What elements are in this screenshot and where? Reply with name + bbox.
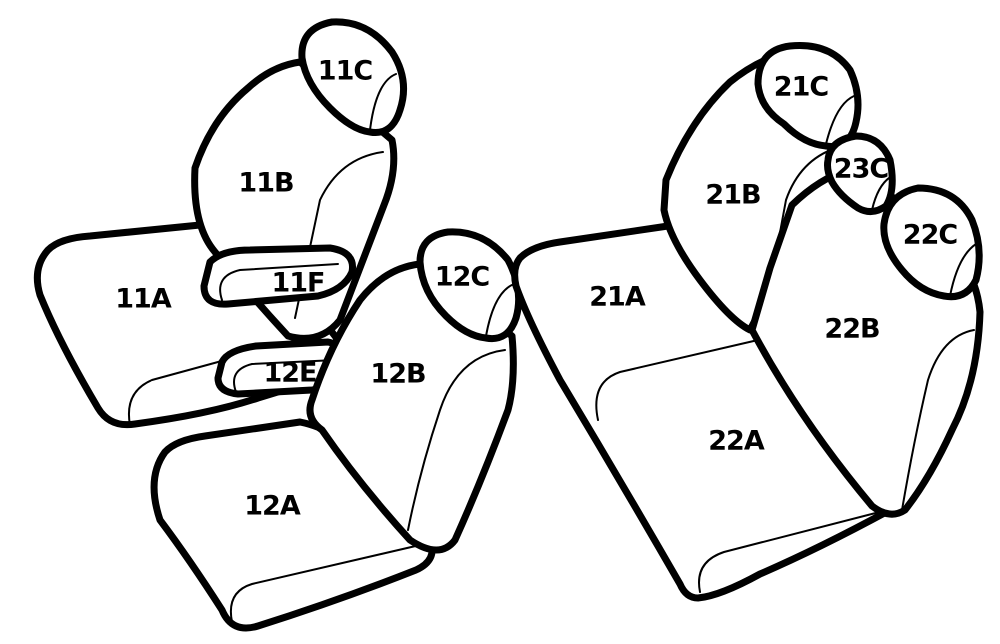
part-22C-headrest[interactable] bbox=[880, 184, 983, 301]
label-12E: 12E bbox=[263, 358, 316, 389]
part-12B-seam bbox=[407, 349, 506, 531]
part-12E-seam bbox=[233, 359, 337, 393]
label-22C: 22C bbox=[903, 220, 958, 251]
label-11C: 11C bbox=[318, 56, 373, 87]
label-21A: 21A bbox=[589, 282, 646, 313]
part-23C-seam bbox=[871, 175, 893, 211]
label-12C: 12C bbox=[435, 262, 490, 293]
front-left-seat bbox=[33, 18, 408, 429]
label-21C: 21C bbox=[774, 72, 829, 103]
part-11F-armrest[interactable] bbox=[200, 244, 357, 308]
label-11B: 11B bbox=[238, 168, 293, 199]
part-11F-seam bbox=[219, 263, 339, 301]
label-12A: 12A bbox=[244, 491, 301, 522]
rear-bench-seat bbox=[511, 42, 984, 602]
label-22A: 22A bbox=[708, 426, 765, 457]
part-11C-headrest[interactable] bbox=[298, 18, 408, 137]
label-12B: 12B bbox=[370, 359, 425, 390]
part-labels: 11C 11B 11A 11F 12C 12E 12B 12A 21C 21B … bbox=[115, 56, 958, 522]
label-11F: 11F bbox=[271, 268, 324, 299]
part-22A-seam-bottom bbox=[698, 507, 896, 593]
front-right-seat bbox=[150, 228, 523, 632]
part-21C-seam bbox=[825, 95, 855, 145]
part-12C-seam bbox=[485, 283, 515, 337]
part-22C-seam bbox=[949, 243, 977, 297]
part-12B-backrest[interactable] bbox=[306, 260, 517, 554]
label-22B: 22B bbox=[824, 314, 879, 345]
part-11C-seam bbox=[369, 73, 397, 131]
label-21B: 21B bbox=[705, 180, 760, 211]
part-22A-seam-top bbox=[595, 339, 759, 421]
part-22B-seam bbox=[901, 329, 975, 511]
label-11A: 11A bbox=[115, 284, 172, 315]
part-11B-seam bbox=[294, 151, 384, 319]
part-11A-seam bbox=[128, 355, 241, 426]
part-12C-headrest[interactable] bbox=[416, 228, 523, 343]
label-23C: 23C bbox=[834, 154, 889, 185]
part-12A-seam bbox=[230, 544, 421, 623]
